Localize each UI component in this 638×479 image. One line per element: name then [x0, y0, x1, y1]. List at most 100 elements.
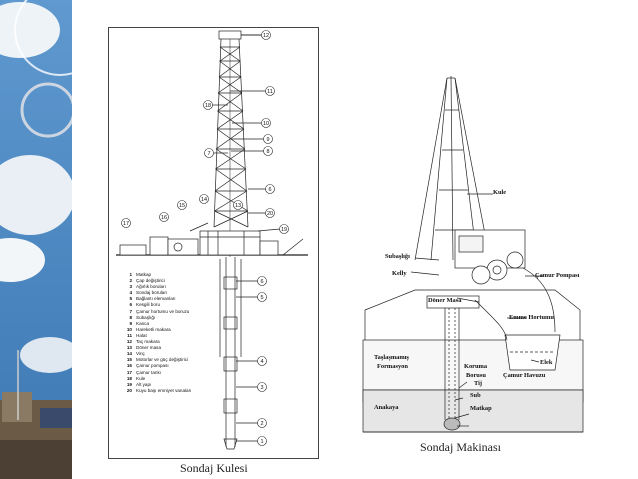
legend-text: Hareketli makara — [136, 326, 171, 332]
drilling-rig-tower-drawing: 12 11 18 10 9 8 7 6 20 19 13 14 15 16 17… — [116, 30, 308, 450]
legend-number: 11 — [127, 332, 132, 338]
callout-20: 20 — [265, 208, 275, 218]
label-elek: Elek — [540, 359, 553, 366]
callout-15: 15 — [177, 200, 187, 210]
label-kelly: Kelly — [392, 270, 407, 277]
legend-number: 5 — [129, 296, 132, 302]
legend-text: Çamur pompası — [136, 363, 169, 369]
label-camur-pompasi: Çamur Pompası — [535, 272, 580, 279]
legend-number: 14 — [126, 351, 132, 357]
callout-11: 11 — [265, 86, 275, 96]
background-sky-strip — [0, 0, 72, 479]
callout-12: 12 — [261, 30, 271, 40]
callout-5-lower: 6 — [257, 276, 267, 286]
legend-text: Kesgili boru — [136, 302, 161, 308]
legend-number: 10 — [126, 326, 132, 332]
callout-10: 10 — [261, 118, 271, 128]
label-emme-hortumu: Emme Hortumu — [509, 314, 554, 321]
legend-row: 15 Motorlar ve güç değiştirici — [120, 357, 232, 363]
svg-text:8: 8 — [266, 149, 269, 155]
legend-row: 2 Çap değiştirici — [120, 278, 232, 284]
svg-text:9: 9 — [266, 137, 269, 143]
legend-row: 1 Matkap — [120, 272, 232, 278]
legend-text: Motorlar ve güç değiştirici — [136, 357, 189, 363]
svg-text:17: 17 — [123, 221, 129, 227]
legend-number: 19 — [126, 381, 132, 387]
svg-text:3: 3 — [260, 385, 263, 391]
legend-number: 3 — [129, 284, 132, 290]
legend-number: 13 — [126, 345, 132, 351]
callout-5: 5 — [257, 292, 267, 302]
callout-3: 3 — [257, 382, 267, 392]
svg-text:18: 18 — [205, 103, 211, 109]
svg-text:12: 12 — [263, 33, 269, 39]
drilling-machine-drawing — [362, 75, 584, 433]
legend-row: 10 Hareketli makara — [120, 327, 232, 333]
legend-text: Taç makara — [136, 339, 160, 345]
label-anakaya: Anakaya — [374, 404, 399, 411]
label-koruma: Koruma — [464, 363, 488, 370]
legend-number: 4 — [129, 290, 132, 296]
callout-8: 8 — [263, 146, 273, 156]
callout-9: 9 — [263, 134, 273, 144]
legend-row: 6 Kesgili boru — [120, 302, 232, 308]
callout-18: 18 — [203, 100, 213, 110]
legend-text: Çap değiştirici — [136, 278, 165, 284]
callout-7: 7 — [204, 148, 214, 158]
svg-text:4: 4 — [260, 359, 263, 365]
legend-text: Kanca — [136, 320, 150, 326]
label-tij: Tij — [474, 380, 483, 387]
legend-number: 1 — [129, 272, 132, 277]
legend-number: 16 — [126, 363, 132, 369]
svg-text:11: 11 — [267, 89, 273, 95]
svg-text:7: 7 — [207, 151, 210, 157]
callout-2: 2 — [257, 418, 267, 428]
legend-row: 19 Alt yapı — [120, 382, 232, 388]
legend-row: 14 Vinç — [120, 351, 232, 357]
legend-text: Çamur hortumu ve boruzu — [136, 308, 190, 314]
legend-number: 20 — [126, 387, 132, 393]
legend-text: Matkap — [136, 272, 152, 277]
legend-number: 7 — [129, 308, 132, 314]
legend-number: 2 — [129, 278, 132, 284]
legend-number: 12 — [126, 339, 132, 345]
legend-text: Bağlantı elemanları — [136, 296, 176, 302]
legend-row: 12 Taç makara — [120, 339, 232, 345]
legend-number: 15 — [126, 357, 132, 363]
svg-text:15: 15 — [179, 203, 185, 209]
legend-text: Vinç — [136, 351, 145, 357]
legend-row: 9 Kanca — [120, 321, 232, 327]
legend-row: 20 Kuyu başı emniyet vanaları — [120, 388, 232, 394]
left-diagram-caption: Sondaj Kulesi — [180, 461, 248, 475]
legend-number: 18 — [126, 375, 132, 381]
callout-17: 17 — [121, 218, 131, 228]
legend-row: 5 Bağlantı elemanları — [120, 296, 232, 302]
svg-text:6: 6 — [260, 279, 263, 285]
callout-1: 1 — [257, 436, 267, 446]
callout-19: 19 — [279, 224, 289, 234]
svg-text:20: 20 — [267, 211, 273, 217]
svg-text:16: 16 — [161, 215, 167, 221]
svg-text:14: 14 — [201, 197, 207, 203]
label-kule: Kule — [493, 189, 507, 196]
legend-number: 9 — [129, 320, 132, 326]
callout-6: 6 — [265, 184, 275, 194]
svg-text:6: 6 — [268, 187, 271, 193]
label-subasligi: Subaşlığı — [385, 253, 410, 260]
legend-text: Alt yapı — [136, 381, 152, 387]
legend-text: Sondaj boruları — [136, 290, 168, 296]
svg-text:5: 5 — [260, 295, 263, 301]
legend-row: 7 Çamur hortumu ve boruzu — [120, 309, 232, 315]
callout-16: 16 — [159, 212, 169, 222]
legend-number: 6 — [129, 302, 132, 308]
svg-text:13: 13 — [235, 203, 241, 209]
svg-text:1: 1 — [260, 439, 263, 445]
legend-text: Kuyu başı emniyet vanaları — [136, 387, 192, 393]
svg-text:2: 2 — [260, 421, 263, 427]
